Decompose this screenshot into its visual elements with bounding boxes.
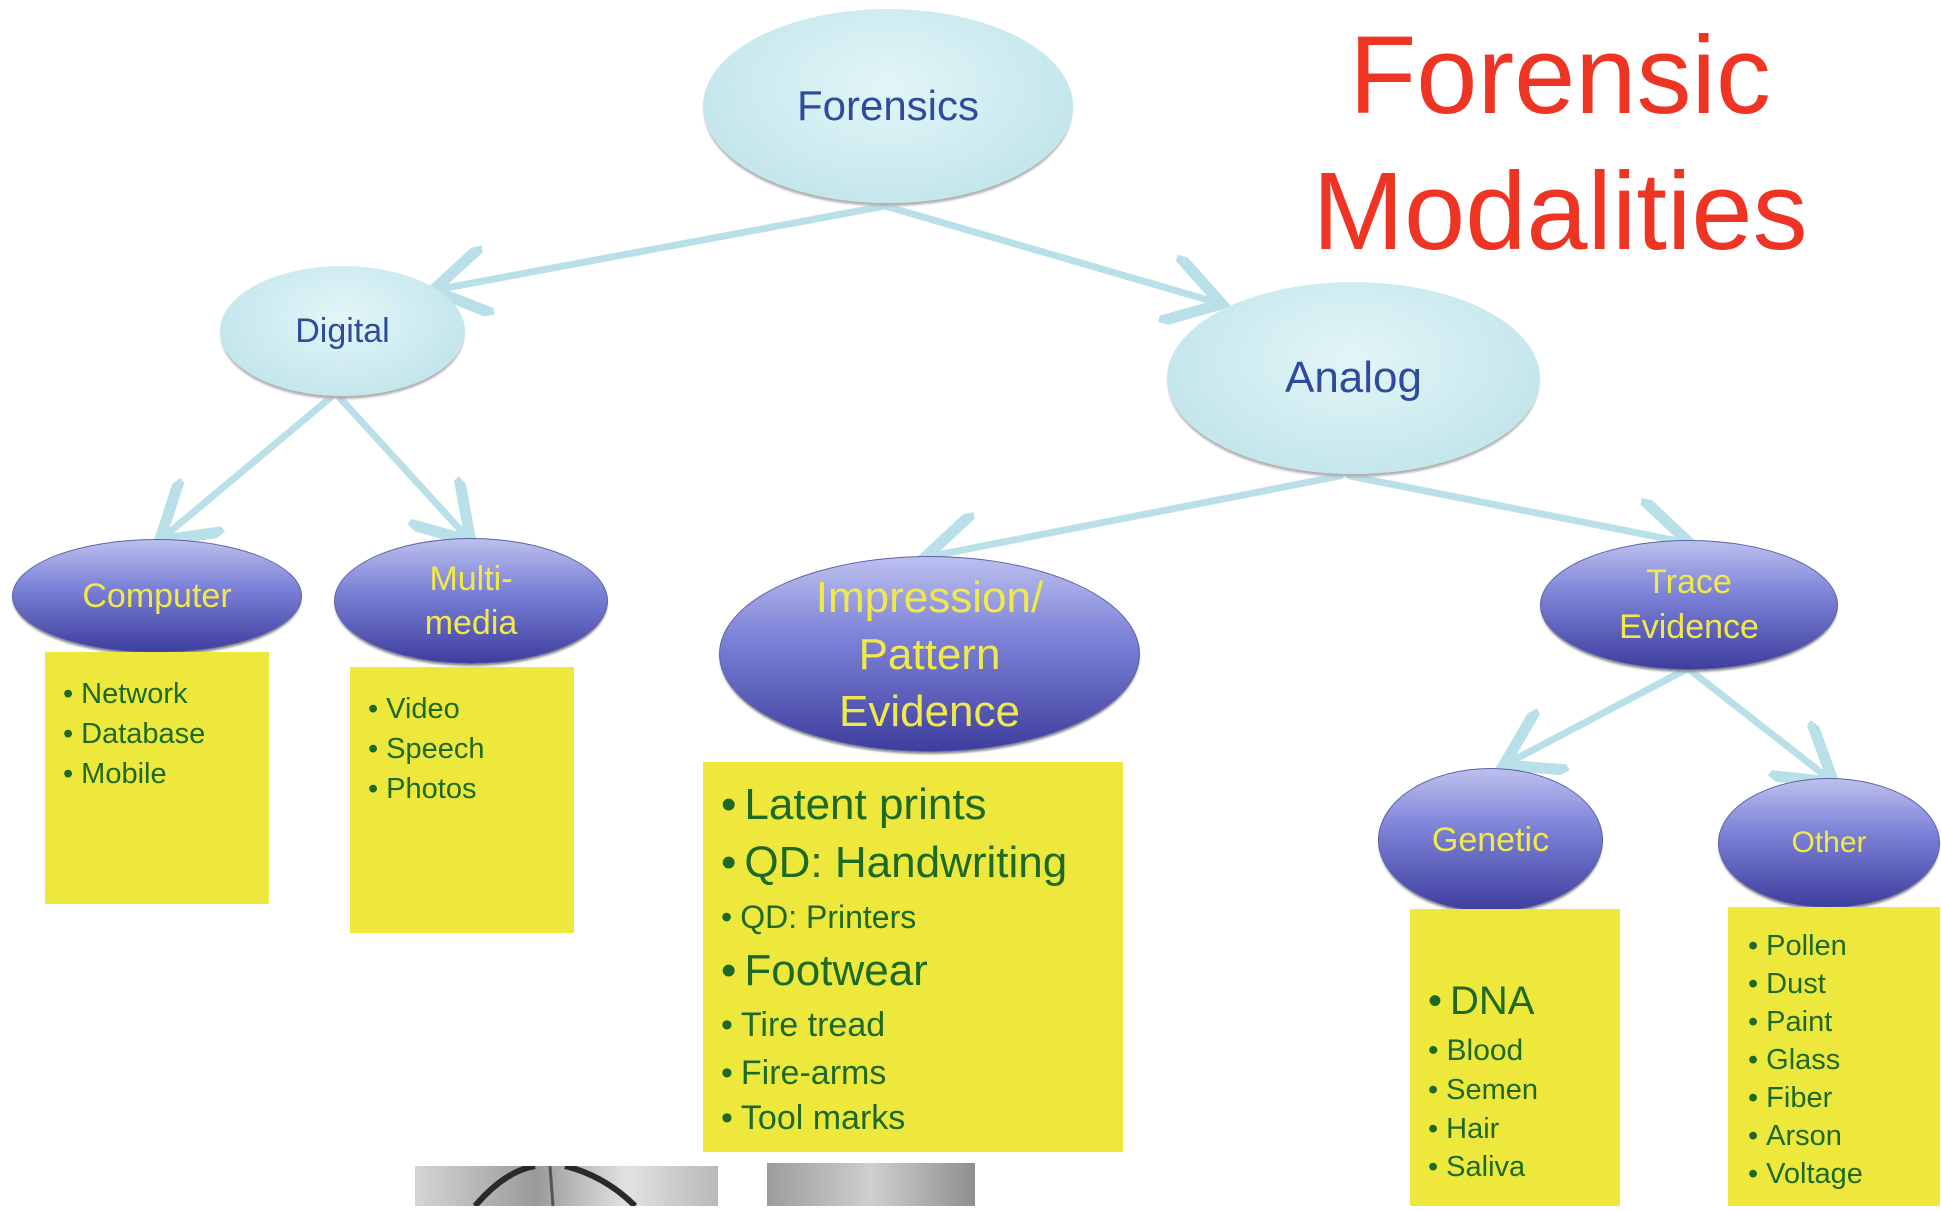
list-item: •Blood bbox=[1428, 1034, 1524, 1067]
fingerprint-photo-graphic bbox=[472, 1163, 638, 1209]
list-item: •Mobile bbox=[63, 758, 167, 790]
arrow-trace-genetic bbox=[1510, 666, 1689, 762]
list-item: •Dust bbox=[1748, 968, 1826, 1000]
impression-list-box: •Latent prints •QD: Handwriting •QD: Pri… bbox=[703, 762, 1123, 1152]
node-trace-evidence: Trace Evidence bbox=[1540, 540, 1838, 670]
node-forensics: Forensics bbox=[703, 9, 1073, 203]
node-multimedia: Multi- media bbox=[334, 538, 608, 664]
arrow-forensics-digital bbox=[440, 202, 889, 289]
node-genetic: Genetic bbox=[1378, 768, 1603, 912]
arrow-trace-other bbox=[1686, 666, 1828, 778]
list-item: •Voltage bbox=[1748, 1158, 1863, 1190]
arrow-digital-multimedia bbox=[336, 394, 466, 536]
genetic-list-box: •DNA •Blood •Semen •Hair •Saliva bbox=[1410, 909, 1620, 1206]
genetic-list: •DNA •Blood •Semen •Hair •Saliva bbox=[1428, 971, 1620, 1186]
list-item: •Photos bbox=[368, 773, 477, 805]
arrow-forensics-analog bbox=[881, 202, 1215, 302]
title-line-1: Forensic bbox=[1349, 14, 1771, 137]
list-item: •Pollen bbox=[1748, 930, 1847, 962]
node-genetic-label: Genetic bbox=[1431, 820, 1550, 859]
list-item: •Paint bbox=[1748, 1006, 1833, 1038]
computer-list-box: •Network •Database •Mobile bbox=[45, 652, 269, 904]
list-item: •Fire-arms bbox=[721, 1054, 887, 1092]
list-item: •Hair bbox=[1428, 1113, 1500, 1145]
node-impression-line-2: Pattern bbox=[858, 629, 1001, 679]
list-item: •Tool marks bbox=[721, 1099, 906, 1137]
fingerprint-photo bbox=[415, 1163, 718, 1209]
list-item: •Semen bbox=[1428, 1074, 1539, 1106]
list-item: •Arson bbox=[1748, 1120, 1842, 1152]
list-item: •Footwear bbox=[721, 946, 928, 995]
document-photo bbox=[767, 1163, 975, 1206]
node-trace-line-2: Evidence bbox=[1619, 608, 1759, 646]
multimedia-list-box: •Video •Speech •Photos bbox=[350, 667, 574, 933]
list-item: •Saliva bbox=[1428, 1151, 1526, 1183]
node-impression-pattern-evidence: Impression/ Pattern Evidence bbox=[719, 556, 1140, 752]
title-line-2: Modalities bbox=[1312, 150, 1808, 273]
node-multimedia-line-1: Multi- bbox=[429, 560, 513, 598]
list-item: •Latent prints bbox=[721, 780, 987, 829]
diagram-title: Forensic Modalities bbox=[1260, 8, 1860, 280]
list-item: •Fiber bbox=[1748, 1082, 1833, 1114]
node-forensics-label: Forensics bbox=[796, 82, 980, 129]
list-item: •Glass bbox=[1748, 1044, 1841, 1076]
node-other: Other bbox=[1718, 778, 1940, 908]
list-item: •Database bbox=[63, 718, 206, 750]
node-digital: Digital bbox=[220, 266, 465, 396]
arrow-analog-impression bbox=[932, 472, 1344, 556]
arrow-digital-computer bbox=[165, 394, 334, 536]
impression-list: •Latent prints •QD: Handwriting •QD: Pri… bbox=[721, 776, 1123, 1140]
node-computer: Computer bbox=[12, 539, 302, 653]
node-analog: Analog bbox=[1167, 282, 1540, 474]
list-item: •Tire tread bbox=[721, 1006, 886, 1044]
node-trace-line-1: Trace bbox=[1646, 563, 1732, 601]
other-list-box: •Pollen •Dust •Paint •Glass •Fiber •Arso… bbox=[1728, 907, 1940, 1206]
list-item: •QD: Printers bbox=[721, 899, 917, 935]
node-other-label: Other bbox=[1791, 826, 1867, 859]
node-multimedia-line-2: media bbox=[424, 604, 518, 642]
list-item: •QD: Handwriting bbox=[721, 838, 1068, 887]
other-list: •Pollen •Dust •Paint •Glass •Fiber •Arso… bbox=[1748, 927, 1940, 1193]
arrow-analog-trace bbox=[1346, 472, 1683, 542]
list-item: •DNA bbox=[1428, 979, 1535, 1023]
list-item: •Network bbox=[63, 678, 188, 710]
multimedia-list: •Video •Speech •Photos bbox=[368, 689, 574, 809]
node-impression-line-1: Impression/ bbox=[815, 572, 1044, 622]
computer-list: •Network •Database •Mobile bbox=[63, 674, 269, 794]
node-analog-label: Analog bbox=[1284, 353, 1422, 402]
node-computer-label: Computer bbox=[82, 576, 232, 615]
node-impression-line-3: Evidence bbox=[838, 686, 1020, 736]
list-item: •Speech bbox=[368, 733, 485, 765]
list-item: •Video bbox=[368, 693, 460, 725]
node-digital-label: Digital bbox=[295, 311, 390, 350]
